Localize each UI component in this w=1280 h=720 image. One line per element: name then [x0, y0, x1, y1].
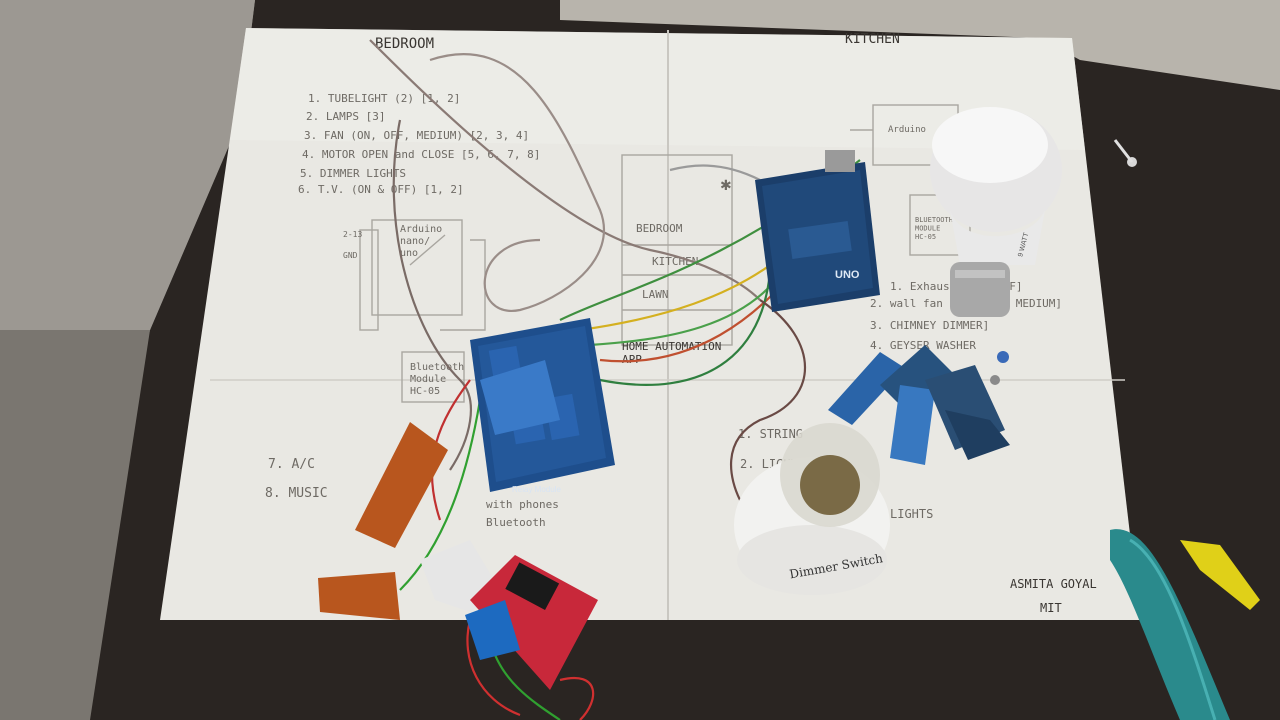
bedroom-item: 1. TUBELIGHT (2) [1, 2] — [308, 92, 460, 105]
gnd-label: GND — [343, 251, 358, 260]
item-music: 8. MUSIC — [265, 486, 328, 501]
room-bedroom: BEDROOM — [636, 222, 683, 235]
push-pins — [990, 139, 1137, 385]
wall-top — [560, 0, 1280, 90]
bedroom-item: 2. LAMPS [3] — [306, 110, 385, 123]
arduino-right-label: Arduino — [888, 125, 926, 135]
heading-kitchen: KITCHEN — [845, 32, 900, 47]
relay-module: Relay Module — [470, 318, 615, 494]
room-lawn: LAWN — [642, 288, 669, 301]
bedroom-item: 4. MOTOR OPEN and CLOSE [5, 6, 7, 8] — [302, 148, 540, 161]
bluetooth-module-on-relay — [480, 360, 560, 435]
item-string: 1. STRING — [738, 427, 803, 441]
item-ac: 7. A/C — [268, 457, 315, 472]
relay-label: Relay Module — [512, 485, 561, 494]
bedroom-item: 5. DIMMER LIGHTS — [300, 167, 406, 180]
thread-coil — [1110, 529, 1260, 720]
kitchen-list: 1. Exhaust [ON, OFF] 2. wall fan [ON, OF… — [870, 280, 1062, 352]
led-bulb: 9 WATT — [930, 107, 1062, 317]
music-note: with phones — [486, 498, 559, 511]
signature-college: MIT — [1040, 601, 1062, 615]
bedroom-item: 3. FAN (ON, OFF, MEDIUM) [2, 3, 4] — [304, 129, 529, 142]
kitchen-item: 3. CHIMNEY DIMMER] — [870, 319, 989, 332]
usb-port — [825, 150, 855, 172]
bedroom-list: 1. TUBELIGHT (2) [1, 2] 2. LAMPS [3] 3. … — [298, 92, 540, 196]
kitchen-item: 4. GEYSER WASHER — [870, 339, 976, 352]
left-circuit-diagram — [359, 219, 486, 403]
music-note: Bluetooth — [486, 516, 546, 529]
bluetooth-icon: ✱ — [720, 177, 732, 193]
signature-name: ASMITA GOYAL — [1010, 577, 1097, 591]
bedroom-item: 6. T.V. (ON & OFF) [1, 2] — [298, 183, 464, 196]
arduino-label: UNO — [835, 269, 860, 281]
heading-bedroom: BEDROOM — [375, 36, 434, 52]
item-lights-2: LIGHTS — [890, 507, 933, 521]
pin-label: 2-13 — [343, 230, 362, 239]
arduino-uno: UNO — [755, 150, 880, 312]
room-kitchen: KITCHEN — [652, 255, 698, 268]
bluetooth-modules — [828, 345, 1010, 465]
incandescent-bulb: Dimmer Switch — [734, 423, 890, 595]
motor-driver-board — [465, 555, 598, 690]
